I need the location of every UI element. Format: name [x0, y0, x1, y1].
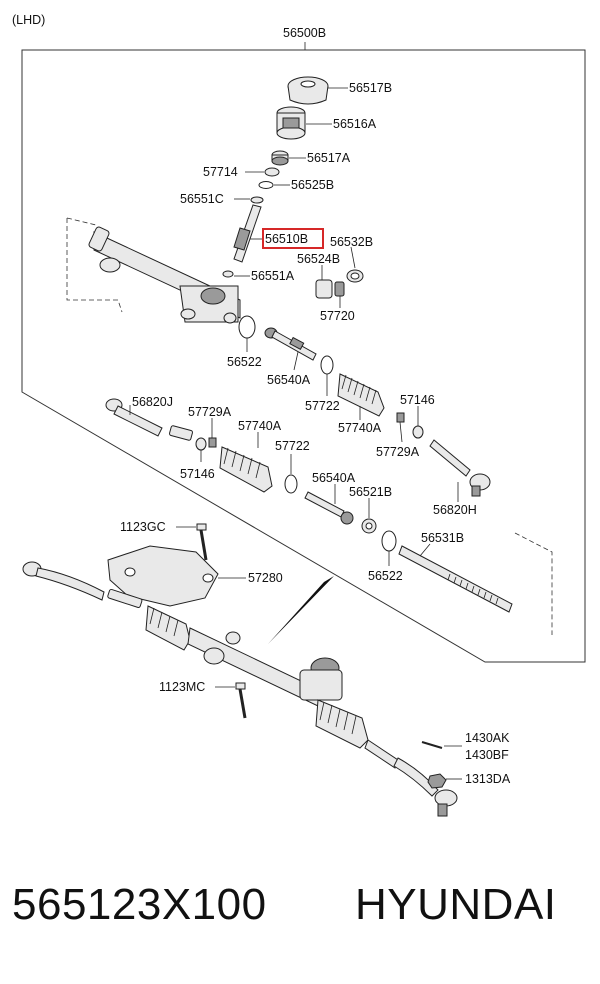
callout-56525B: 56525B	[291, 178, 334, 192]
callout-56524B: 56524B	[297, 252, 340, 266]
callout-57280: 57280	[248, 571, 283, 585]
part-57729A-left	[208, 437, 217, 448]
callout-57720: 57720	[320, 309, 355, 323]
callout-56522-top: 56522	[227, 355, 262, 369]
part-56820H	[429, 439, 491, 497]
part-56551C	[250, 196, 264, 204]
callout-1123GC: 1123GC	[120, 520, 166, 534]
callout-56531B: 56531B	[421, 531, 464, 545]
callout-56516A: 56516A	[333, 117, 377, 131]
part-57714	[264, 167, 280, 177]
callout-57740A-right: 57740A	[338, 421, 382, 435]
callout-56517B: 56517B	[349, 81, 392, 95]
callout-57740A-left: 57740A	[238, 419, 282, 433]
part-57740A-right-boot	[337, 373, 385, 417]
part-56521B	[361, 518, 377, 534]
variant-label: (LHD)	[12, 13, 45, 27]
part-56522-top	[238, 315, 256, 339]
part-57280-shield	[107, 545, 219, 607]
callout-57146-right: 57146	[400, 393, 435, 407]
part-1313DA-nut	[427, 773, 447, 789]
callout-56517A: 56517A	[307, 151, 351, 165]
callout-57146-left: 57146	[180, 467, 215, 481]
part-1123MC	[235, 682, 247, 719]
part-56522-bottom	[381, 530, 397, 552]
callout-56521B: 56521B	[349, 485, 392, 499]
brand-name: HYUNDAI	[355, 880, 557, 929]
part-56517A	[271, 150, 289, 166]
part-56516A	[276, 106, 306, 140]
part-57722-left	[284, 474, 298, 494]
part-number: 565123X100	[12, 880, 267, 929]
assembly-rack-housing-lower	[145, 605, 369, 749]
assembly-left-tie-rod	[22, 561, 143, 608]
footer: 565123X100 HYUNDAI	[0, 880, 600, 950]
callout-56551C: 56551C	[180, 192, 224, 206]
part-57740A-left-boot	[219, 446, 273, 493]
callout-1430AK: 1430AK	[465, 731, 510, 745]
callout-56522-bottom: 56522	[368, 569, 403, 583]
exploded-view-boundary	[21, 49, 586, 663]
callout-57714: 57714	[203, 165, 238, 179]
part-57146-right	[412, 425, 424, 439]
callout-1430BF: 1430BF	[465, 748, 509, 762]
callout-56820J: 56820J	[132, 395, 173, 409]
callout-1123MC: 1123MC	[159, 680, 205, 694]
part-56510B-pinion	[233, 204, 262, 263]
assembly-label: 56500B	[283, 26, 326, 40]
part-rack-housing-upper	[88, 226, 241, 324]
part-56540A-top	[264, 327, 317, 361]
callout-57729A-right: 57729A	[376, 445, 420, 459]
highlight-box-56510B	[262, 228, 324, 249]
part-56525B	[258, 181, 274, 189]
callout-56540A-top: 56540A	[267, 373, 311, 387]
part-57722-top	[320, 355, 334, 375]
pointer-arrow	[268, 576, 334, 644]
callout-56551A: 56551A	[251, 269, 295, 283]
part-56531B-rack	[398, 545, 513, 613]
callout-57722-left: 57722	[275, 439, 310, 453]
part-57146-left	[195, 437, 207, 451]
callout-57729A-left: 57729A	[188, 405, 232, 419]
part-56551A	[222, 270, 234, 278]
part-56540A-mid	[304, 491, 354, 525]
callout-56820H: 56820H	[433, 503, 477, 517]
callout-56532B: 56532B	[330, 235, 373, 249]
parts-diagram: (LHD) 56500B 56517B 56516A 56517A 57714	[12, 13, 586, 817]
part-57720	[334, 281, 345, 297]
part-56524B	[315, 279, 333, 299]
part-57729A-right	[396, 412, 405, 423]
part-1123GC	[196, 523, 208, 561]
part-56820J	[105, 398, 193, 441]
part-56532B	[346, 269, 364, 283]
callout-1313DA: 1313DA	[465, 772, 511, 786]
callout-56510B: 56510B	[265, 232, 308, 246]
part-1430AK-pin	[421, 741, 443, 749]
assembly-right-tie-rod	[364, 739, 458, 817]
callout-56540A-mid: 56540A	[312, 471, 356, 485]
part-56517B	[287, 76, 329, 105]
callout-57722-top: 57722	[305, 399, 340, 413]
